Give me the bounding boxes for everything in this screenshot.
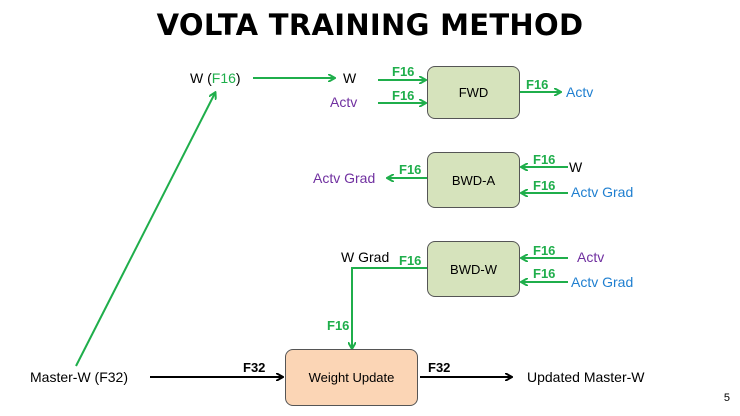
arrow-w-grad-to-update [352, 267, 427, 348]
update-out-precision: F32 [428, 360, 451, 375]
fwd-out-precision: F16 [526, 77, 549, 92]
w-cast-label: W [343, 70, 357, 86]
bwd-w-actv-in-precision: F16 [533, 243, 556, 258]
bwd-a-actv-grad-in-precision: F16 [533, 178, 556, 193]
bwd-w-w-grad-out-label: W Grad [341, 249, 390, 265]
w-grad-down-precision: F16 [327, 318, 350, 333]
master-in-precision: F32 [243, 360, 266, 375]
fwd-actv-out-label: Actv [566, 84, 594, 100]
bwd-w-actv-grad-in-label: Actv Grad [571, 274, 634, 290]
updated-master-w-label: Updated Master-W [527, 369, 645, 385]
bwd-a-w-in-label: W [569, 159, 583, 175]
w-f16-prefix: W ( [190, 70, 212, 86]
bwd-a-out-precision: F16 [399, 162, 422, 177]
bwd-w-box: BWD-W [427, 241, 520, 297]
bwd-a-actv-grad-in-label: Actv Grad [571, 184, 634, 200]
fwd-box: FWD [427, 66, 520, 119]
fwd-w-in-precision: F16 [392, 64, 415, 79]
fwd-actv-in-label: Actv [330, 94, 358, 110]
master-w-label: Master-W (F32) [30, 369, 128, 385]
bwd-w-actv-grad-in-precision: F16 [533, 266, 556, 281]
page-number: 5 [723, 392, 730, 404]
weight-update-box: Weight Update [285, 349, 418, 406]
slide-title: VOLTA TRAINING METHOD [156, 8, 584, 42]
w-f16-label: W (F16) [190, 70, 241, 86]
arrow-master-to-w-f16 [75, 93, 215, 367]
bwd-a-actv-grad-out-label: Actv Grad [313, 170, 376, 186]
fwd-actv-in-precision: F16 [392, 88, 415, 103]
w-f16-precision: F16 [211, 70, 236, 86]
bwd-a-box: BWD-A [427, 152, 520, 208]
bwd-a-w-in-precision-label: F16 [533, 152, 556, 167]
bwd-w-out-precision: F16 [399, 253, 422, 268]
bwd-w-actv-in-label: Actv [577, 249, 605, 265]
w-f16-suffix: ) [235, 70, 241, 86]
